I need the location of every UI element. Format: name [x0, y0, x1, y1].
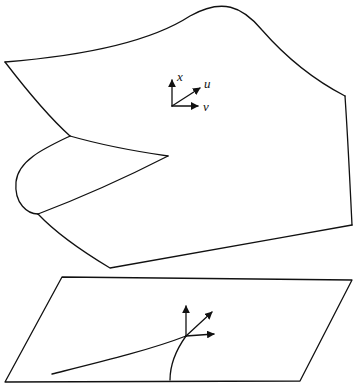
surface-left-edge: [5, 62, 70, 136]
fold-line-lower: [38, 156, 168, 214]
plane-u-axis: [186, 312, 212, 336]
axis-label: v: [202, 100, 210, 113]
plane-x-axis: [185, 306, 186, 336]
cusp-branch-left: [52, 336, 186, 374]
axis-label: x: [176, 70, 184, 83]
u-axis: [172, 88, 200, 106]
fold-line-upper: [70, 136, 168, 156]
surface-top-edge: [5, 6, 345, 96]
surface-bottom-edge: [38, 214, 352, 268]
axis-label: u: [203, 77, 212, 90]
v-axis: [172, 105, 198, 106]
cusp-branch-right: [170, 336, 186, 380]
x-axis: [171, 80, 172, 106]
plane-v-axis: [186, 334, 214, 336]
control-plane: [5, 277, 352, 382]
surface-fold-loop: [16, 136, 70, 214]
surface-right-edge: [345, 96, 352, 225]
